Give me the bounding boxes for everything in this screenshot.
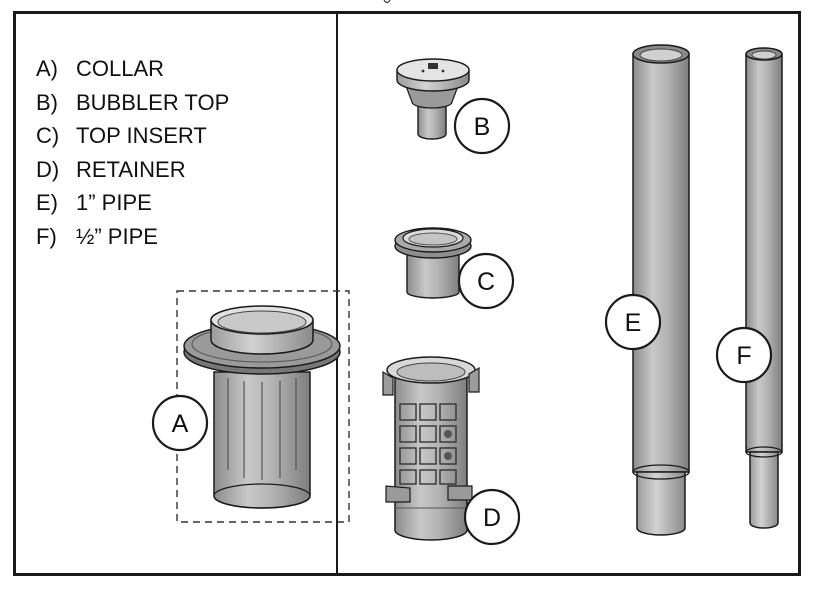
legend-item-a: A) COLLAR — [36, 56, 229, 90]
legend-label: ½” PIPE — [76, 223, 158, 249]
callout-a-label: A — [172, 410, 189, 438]
callout-d: D — [463, 488, 521, 546]
callout-c: C — [457, 252, 515, 310]
diagram-frame — [13, 11, 801, 576]
half-inch-pipe-part — [745, 47, 783, 529]
legend-key: D) — [36, 156, 60, 182]
top-insert-part — [394, 227, 472, 299]
panel-divider — [336, 11, 338, 576]
top-edge-mark — [383, 0, 391, 4]
legend-key: A) — [36, 56, 58, 81]
callout-e-label: E — [625, 309, 642, 337]
legend-item-d: D) RETAINER — [36, 157, 229, 191]
legend-key: B) — [36, 89, 58, 115]
callout-c-label: C — [477, 268, 495, 296]
legend-label: TOP INSERT — [76, 123, 207, 148]
callout-e: E — [604, 293, 662, 351]
callout-b-label: B — [474, 113, 491, 141]
legend-item-e: E) 1” PIPE — [36, 190, 229, 224]
one-inch-pipe-part — [632, 44, 690, 536]
callout-f: F — [715, 326, 773, 384]
legend-key: E) — [36, 190, 58, 215]
legend-label: COLLAR — [76, 56, 165, 81]
bubbler-top-part — [396, 58, 470, 140]
retainer-part — [382, 356, 480, 541]
callout-f-label: F — [736, 342, 751, 370]
callout-d-label: D — [483, 504, 501, 532]
legend-item-f: F) ½” PIPE — [36, 224, 229, 258]
callouts: A B C D E F — [151, 97, 773, 546]
legend-key: C) — [36, 123, 60, 148]
collar-part — [176, 290, 350, 523]
legend-label: RETAINER — [76, 156, 186, 182]
legend-label: BUBBLER TOP — [76, 89, 230, 115]
parts-legend: A) COLLAR B) BUBBLER TOP C) TOP INSERT D) RE… — [36, 56, 229, 257]
legend-key: F) — [36, 223, 57, 249]
callout-a: A — [151, 394, 209, 452]
callout-b: B — [453, 97, 511, 155]
legend-item-b: B) BUBBLER TOP — [36, 90, 229, 124]
legend-item-c: C) TOP INSERT — [36, 123, 229, 157]
legend-label: 1” PIPE — [76, 190, 152, 215]
